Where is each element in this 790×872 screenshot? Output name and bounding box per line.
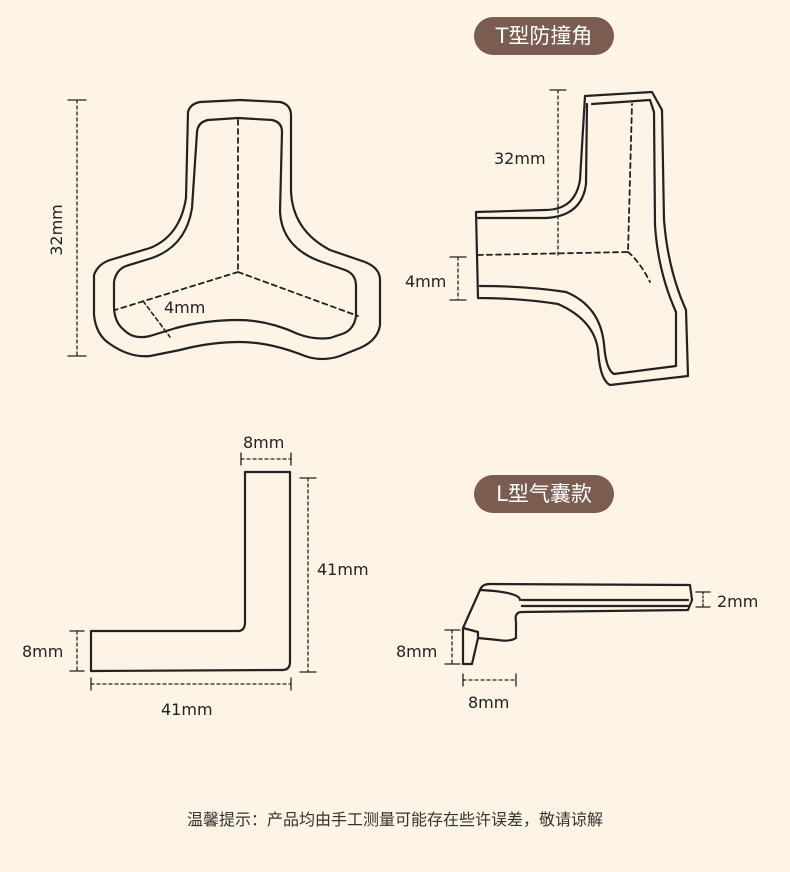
airbag-guard	[461, 582, 694, 666]
tri-height-dimension	[67, 99, 87, 357]
l-dimensions	[69, 452, 317, 691]
l-height-label: 41mm	[317, 560, 369, 579]
t-type-label: T型防撞角	[474, 17, 614, 55]
l-top-width-label: 8mm	[243, 433, 284, 452]
t-thickness-dimension	[449, 256, 467, 301]
l-bottom-width-label: 41mm	[161, 700, 213, 719]
tri-height-label: 32mm	[47, 204, 66, 256]
t-height-label: 32mm	[494, 149, 546, 168]
airbag-side-label: 8mm	[396, 642, 437, 661]
l-left-width-label: 8mm	[22, 642, 63, 661]
footer-note: 温馨提示：产品均由手工测量可能存在些许误差，敬请谅解	[186, 810, 603, 829]
airbag-thickness-label: 2mm	[717, 592, 758, 611]
airbag-dimensions	[444, 591, 711, 687]
t-height-dimension	[549, 89, 567, 256]
l-type-label: L型气囊款	[474, 475, 614, 513]
tri-corner-guard	[92, 98, 382, 361]
l-shape-guard	[89, 470, 292, 673]
tri-thickness-label: 4mm	[164, 298, 205, 317]
t-thickness-label: 4mm	[405, 272, 446, 291]
t-type-guard	[474, 90, 690, 387]
airbag-bottom-label: 8mm	[468, 693, 509, 712]
